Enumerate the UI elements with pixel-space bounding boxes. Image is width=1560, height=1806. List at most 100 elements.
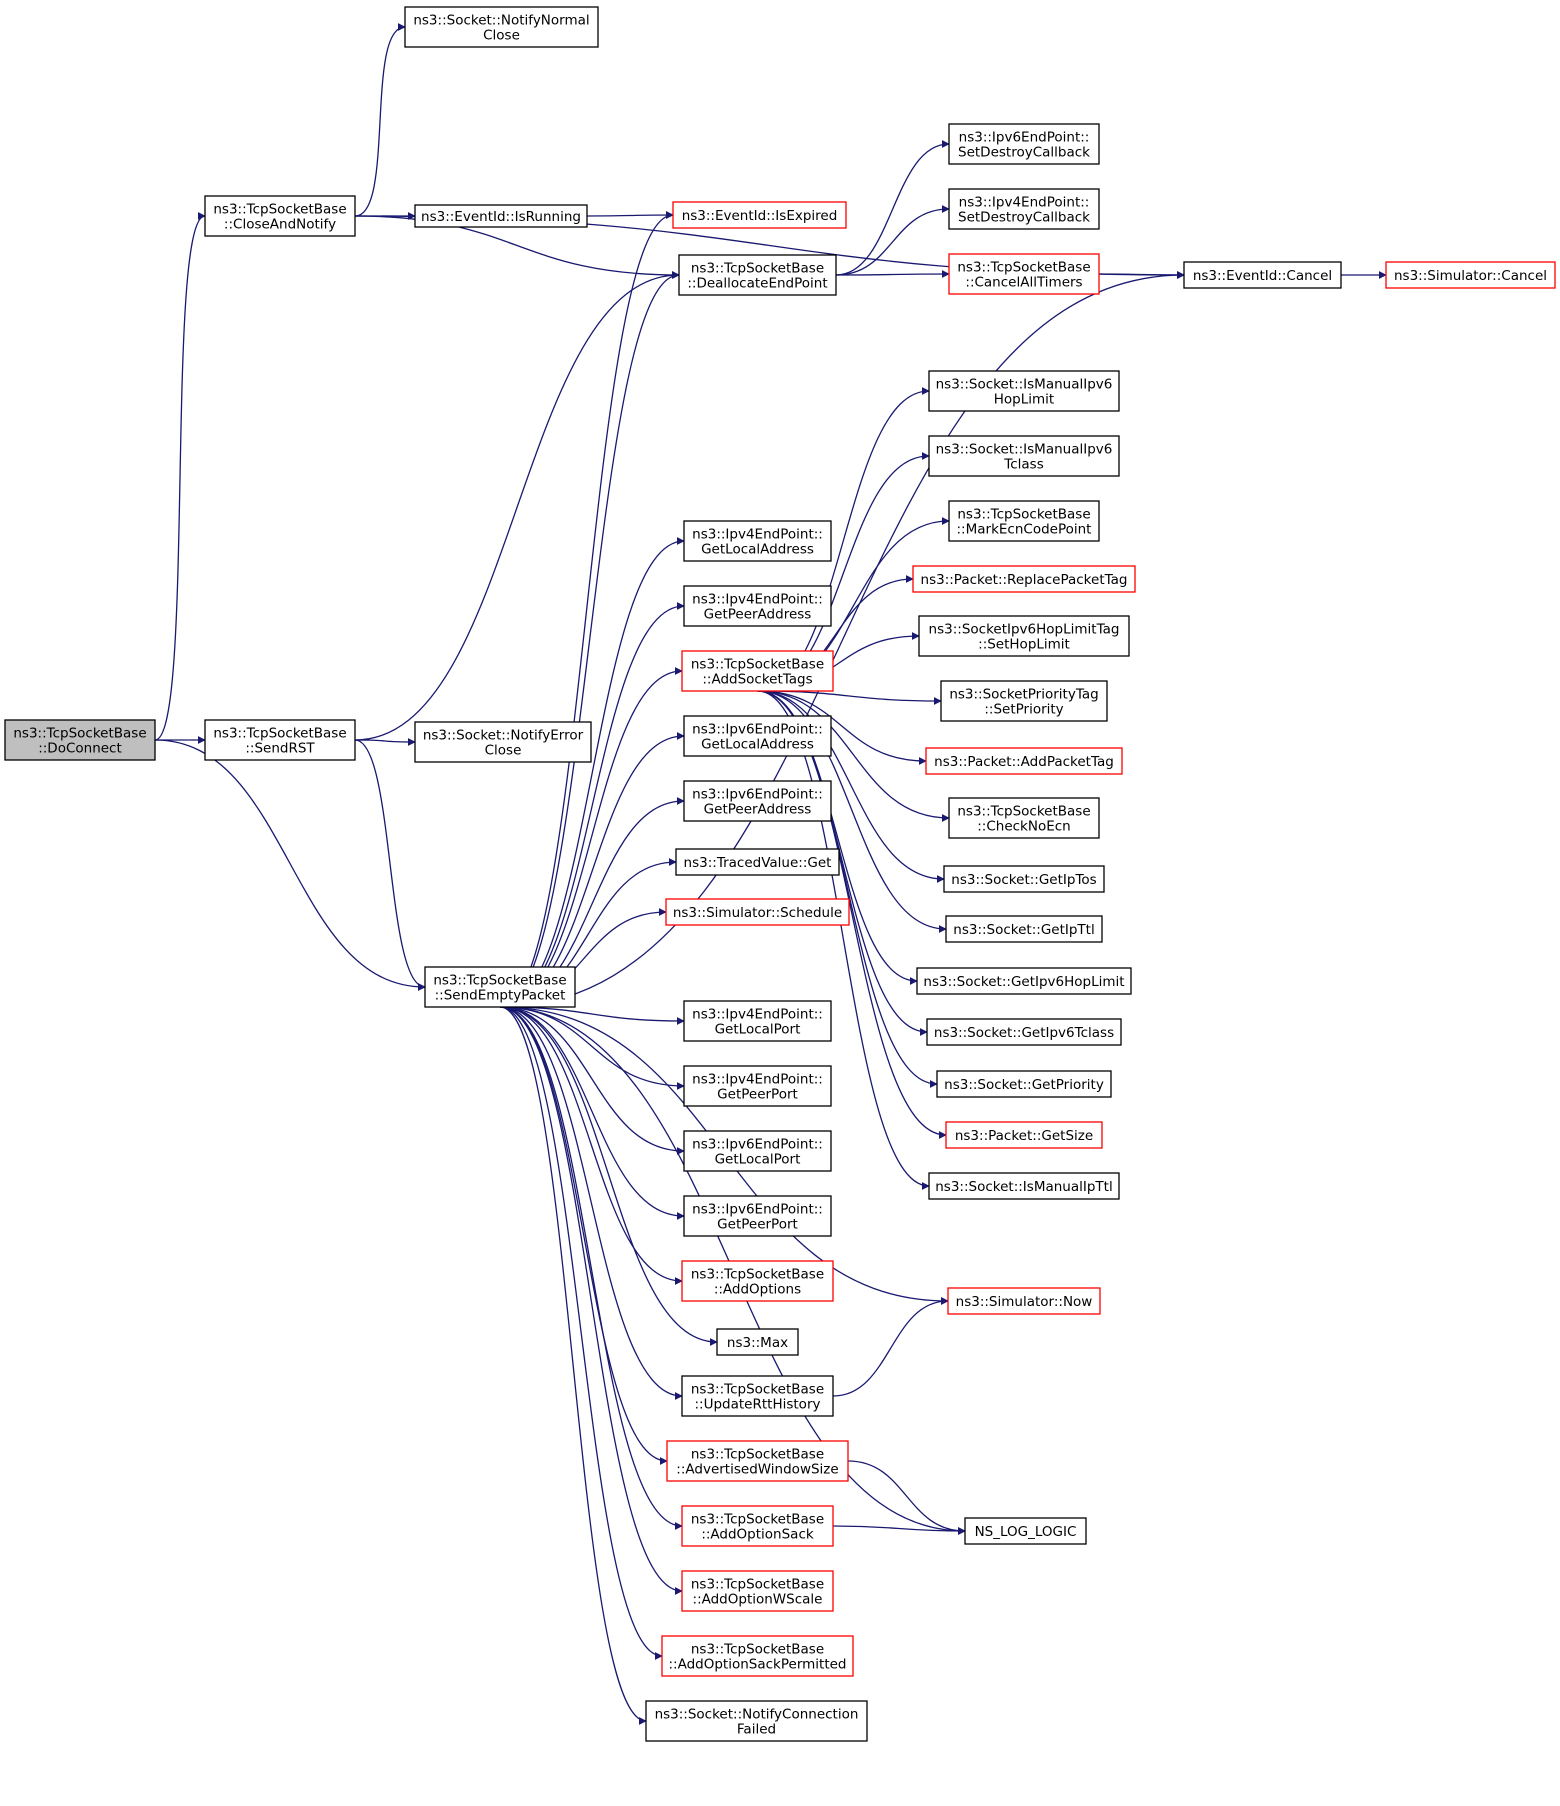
edge-sendrst-to-deallocateendpoint bbox=[354, 271, 680, 741]
node-box bbox=[964, 1517, 1087, 1545]
node-box bbox=[943, 865, 1105, 893]
node-getipttl[interactable]: ns3::Socket::GetIpTtl bbox=[945, 915, 1103, 943]
node-label: ns3::Socket::GetPriority bbox=[944, 1077, 1104, 1093]
node-simulatornow[interactable]: ns3::Simulator::Now bbox=[947, 1287, 1101, 1315]
node-cancelalltimers[interactable]: ns3::TcpSocketBase::CancelAllTimers bbox=[948, 253, 1100, 295]
node-label: ::AddOptions bbox=[714, 1282, 801, 1298]
node-label: ns3::Socket::GetIpTtl bbox=[953, 922, 1094, 938]
edge-sendrst-to-sendemptypacket bbox=[354, 739, 426, 991]
node-addoptionsackpermitted[interactable]: ns3::TcpSocketBase::AddOptionSackPermitt… bbox=[661, 1635, 854, 1677]
edge-deallocateendpoint-to-ipv4setdestroycallback bbox=[835, 205, 950, 276]
node-box bbox=[645, 1700, 868, 1742]
node-box bbox=[414, 204, 588, 228]
node-box bbox=[666, 1440, 849, 1482]
node-label: GetPeerPort bbox=[717, 1217, 798, 1233]
edge-addsockettags-to-checknoecn bbox=[757, 690, 950, 822]
node-label: ns3::Socket::IsManualIpv6 bbox=[936, 442, 1113, 458]
node-label: ns3::TcpSocketBase bbox=[957, 507, 1090, 523]
edge-closeandnotify-to-notifynormalclose bbox=[354, 23, 406, 217]
node-closeandnotify[interactable]: ns3::TcpSocketBase::CloseAndNotify bbox=[204, 195, 356, 237]
node-ipv4getpeerport[interactable]: ns3::Ipv4EndPoint::GetPeerPort bbox=[683, 1065, 832, 1107]
node-box bbox=[928, 435, 1120, 477]
node-label: ns3::Packet::AddPacketTag bbox=[934, 754, 1114, 770]
node-label: ::CancelAllTimers bbox=[965, 275, 1082, 291]
node-label: ns3::Socket::GetIpTos bbox=[951, 872, 1096, 888]
node-ismanualipttl[interactable]: ns3::Socket::IsManualIpTtl bbox=[928, 1172, 1120, 1200]
node-checknoecn[interactable]: ns3::TcpSocketBase::CheckNoEcn bbox=[948, 797, 1100, 839]
node-ipv6getlocaladdress[interactable]: ns3::Ipv6EndPoint::GetLocalAddress bbox=[683, 715, 832, 757]
node-ipv4setdestroycallback[interactable]: ns3::Ipv4EndPoint::SetDestroyCallback bbox=[948, 188, 1100, 230]
node-getpriority[interactable]: ns3::Socket::GetPriority bbox=[936, 1070, 1112, 1098]
node-addpackettag[interactable]: ns3::Packet::AddPacketTag bbox=[925, 747, 1123, 775]
node-ipv4getpeeraddress[interactable]: ns3::Ipv4EndPoint::GetPeerAddress bbox=[683, 585, 832, 627]
node-getiptos[interactable]: ns3::Socket::GetIpTos bbox=[943, 865, 1105, 893]
node-label: ns3::TcpSocketBase bbox=[691, 657, 824, 673]
node-label: GetLocalAddress bbox=[701, 542, 814, 558]
node-addoptions[interactable]: ns3::TcpSocketBase::AddOptions bbox=[681, 1260, 834, 1302]
node-replacepackettag[interactable]: ns3::Packet::ReplacePacketTag bbox=[912, 565, 1136, 593]
edge-closeandnotify-to-deallocateendpoint bbox=[354, 215, 680, 279]
node-label: ns3::TcpSocketBase bbox=[213, 726, 346, 742]
node-label: ns3::Ipv4EndPoint:: bbox=[692, 527, 823, 543]
node-ipv4getlocalport[interactable]: ns3::Ipv4EndPoint::GetLocalPort bbox=[683, 1000, 832, 1042]
node-label: ns3::TcpSocketBase bbox=[691, 1447, 824, 1463]
node-label: ns3::EventId::Cancel bbox=[1193, 268, 1332, 284]
node-label: ns3::TcpSocketBase bbox=[957, 260, 1090, 276]
node-box bbox=[683, 780, 832, 822]
node-box bbox=[716, 1328, 799, 1356]
node-label: Close bbox=[485, 743, 522, 759]
node-isexpired[interactable]: ns3::EventId::IsExpired bbox=[672, 201, 847, 229]
edge-deallocateendpoint-to-ipv6setdestroycallback bbox=[835, 140, 950, 276]
node-box bbox=[681, 1570, 834, 1612]
node-doconnect: ns3::TcpSocketBase::DoConnect bbox=[4, 719, 156, 761]
edge-doconnect-to-closeandnotify bbox=[154, 212, 206, 741]
node-isrunning[interactable]: ns3::EventId::IsRunning bbox=[414, 204, 588, 228]
node-markecncodepoint[interactable]: ns3::TcpSocketBase::MarkEcnCodePoint bbox=[948, 500, 1100, 542]
node-sendemptypacket[interactable]: ns3::TcpSocketBase::SendEmptyPacket bbox=[424, 966, 576, 1008]
node-ipv6getpeerport[interactable]: ns3::Ipv6EndPoint::GetPeerPort bbox=[683, 1195, 832, 1237]
node-box bbox=[928, 1172, 1120, 1200]
node-box bbox=[678, 254, 837, 296]
node-max[interactable]: ns3::Max bbox=[716, 1328, 799, 1356]
node-eventidcancel[interactable]: ns3::EventId::Cancel bbox=[1183, 261, 1342, 289]
node-advertisedwindowsize[interactable]: ns3::TcpSocketBase::AdvertisedWindowSize bbox=[666, 1440, 849, 1482]
node-box bbox=[683, 715, 832, 757]
edge-sendemptypacket-to-ipv4getlocaladdress bbox=[499, 537, 685, 1008]
node-simulatorcancel[interactable]: ns3::Simulator::Cancel bbox=[1385, 261, 1556, 289]
node-deallocateendpoint[interactable]: ns3::TcpSocketBase::DeallocateEndPoint bbox=[678, 254, 837, 296]
edge-sendrst-to-notifyerrorclose bbox=[354, 737, 416, 746]
node-label: GetPeerPort bbox=[717, 1087, 798, 1103]
node-ipv6getpeeraddress[interactable]: ns3::Ipv6EndPoint::GetPeerAddress bbox=[683, 780, 832, 822]
node-getipv6hoplimit[interactable]: ns3::Socket::GetIpv6HopLimit bbox=[916, 967, 1132, 995]
node-ipv6getlocalport[interactable]: ns3::Ipv6EndPoint::GetLocalPort bbox=[683, 1130, 832, 1172]
node-label: ns3::Simulator::Schedule bbox=[673, 905, 842, 921]
edge-addsockettags-to-getipttl bbox=[757, 690, 947, 933]
node-updatertthistory[interactable]: ns3::TcpSocketBase::UpdateRttHistory bbox=[681, 1375, 834, 1417]
node-box bbox=[912, 565, 1136, 593]
node-ipv6setdestroycallback[interactable]: ns3::Ipv6EndPoint::SetDestroyCallback bbox=[948, 123, 1100, 165]
node-box bbox=[661, 1635, 854, 1677]
node-addoptionwscale[interactable]: ns3::TcpSocketBase::AddOptionWScale bbox=[681, 1570, 834, 1612]
node-getipv6tclass[interactable]: ns3::Socket::GetIpv6Tclass bbox=[926, 1018, 1122, 1046]
node-label: ::AddSocketTags bbox=[702, 672, 812, 688]
node-addoptionsack[interactable]: ns3::TcpSocketBase::AddOptionSack bbox=[681, 1505, 834, 1547]
node-packetgetsize[interactable]: ns3::Packet::GetSize bbox=[945, 1121, 1103, 1149]
node-nsloglogic[interactable]: NS_LOG_LOGIC bbox=[964, 1517, 1087, 1545]
node-sendrst[interactable]: ns3::TcpSocketBase::SendRST bbox=[204, 719, 356, 761]
node-ipv4getlocaladdress[interactable]: ns3::Ipv4EndPoint::GetLocalAddress bbox=[683, 520, 832, 562]
node-box bbox=[940, 680, 1108, 722]
edge-sendemptypacket-to-addoptions bbox=[499, 1006, 683, 1285]
node-setpriority[interactable]: ns3::SocketPriorityTag::SetPriority bbox=[940, 680, 1108, 722]
node-box bbox=[948, 253, 1100, 295]
node-box bbox=[4, 719, 156, 761]
node-sethoplimit[interactable]: ns3::SocketIpv6HopLimitTag::SetHopLimit bbox=[918, 615, 1130, 657]
node-tracedvalueget[interactable]: ns3::TracedValue::Get bbox=[675, 848, 840, 876]
node-label: ::AdvertisedWindowSize bbox=[676, 1462, 838, 1478]
node-addsockettags[interactable]: ns3::TcpSocketBase::AddSocketTags bbox=[681, 650, 834, 692]
node-simulatorschedule[interactable]: ns3::Simulator::Schedule bbox=[665, 898, 850, 926]
